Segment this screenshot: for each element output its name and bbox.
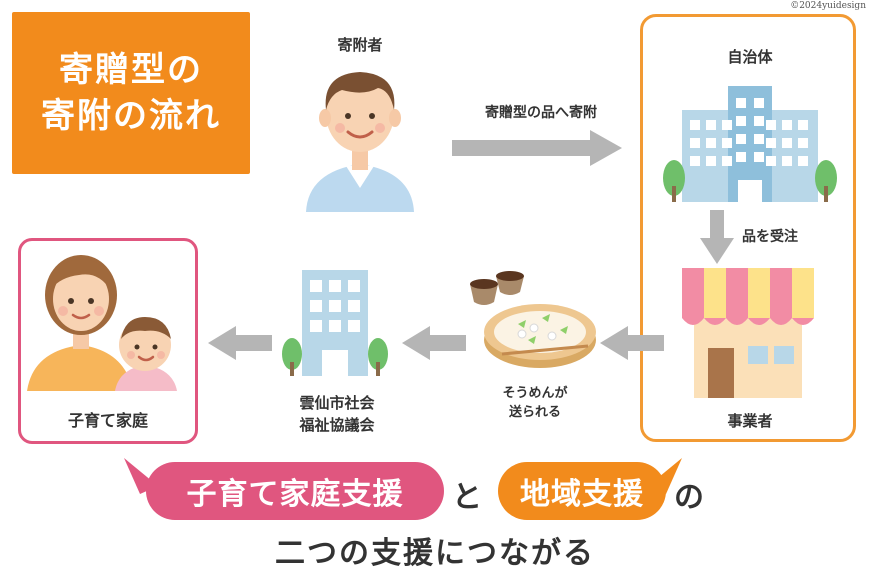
council-label: 雲仙市社会 福祉協議会 xyxy=(262,392,412,436)
arrow-right-icon xyxy=(452,130,624,166)
mother-child-icon xyxy=(27,255,177,391)
somen-delivery-label: そうめんが 送られる xyxy=(470,384,600,422)
child-support-bubble: 子育て家庭支援 xyxy=(146,462,444,520)
somen-label-line-1: そうめんが xyxy=(502,386,568,401)
title-box: 寄贈型の 寄附の流れ xyxy=(12,12,250,174)
somen-bowl-icon xyxy=(462,262,602,372)
tagline-bottom: 二つの支援につながる xyxy=(275,536,595,571)
somen-label-line-2: 送られる xyxy=(508,405,561,420)
council-label-line-2: 福祉協議会 xyxy=(299,416,375,434)
tagline-row: 子育て家庭支援 と 地域支援 の xyxy=(0,458,870,528)
order-received-label: 品を受注 xyxy=(742,229,798,245)
donor-label: 寄附者 xyxy=(337,36,383,54)
donor-person-icon xyxy=(298,60,422,212)
arrow-left-icon xyxy=(208,326,272,360)
arrow-left-icon xyxy=(600,326,664,360)
municipal-building-icon xyxy=(662,86,838,204)
copyright-text: ©2024yuidesign xyxy=(790,1,866,11)
donation-flow-label: 寄贈型の品へ寄附 xyxy=(485,105,597,121)
business-label: 事業者 xyxy=(727,412,773,430)
family-label: 子育て家庭 xyxy=(67,411,148,430)
regional-support-bubble: 地域支援 xyxy=(498,462,666,520)
council-building-icon xyxy=(280,266,390,378)
shop-icon xyxy=(678,268,818,400)
municipality-frame xyxy=(640,14,856,442)
arrow-left-icon xyxy=(402,326,466,360)
council-label-line-1: 雲仙市社会 xyxy=(299,394,375,412)
family-frame: 子育て家庭 xyxy=(18,238,198,444)
tagline-connector-to: と xyxy=(452,480,482,515)
municipality-label: 自治体 xyxy=(727,48,773,66)
title-line-1: 寄贈型の xyxy=(59,50,203,90)
tagline-connector-of: の xyxy=(674,480,704,515)
title-line-2: 寄附の流れ xyxy=(41,96,221,136)
arrow-down-icon xyxy=(700,210,734,266)
